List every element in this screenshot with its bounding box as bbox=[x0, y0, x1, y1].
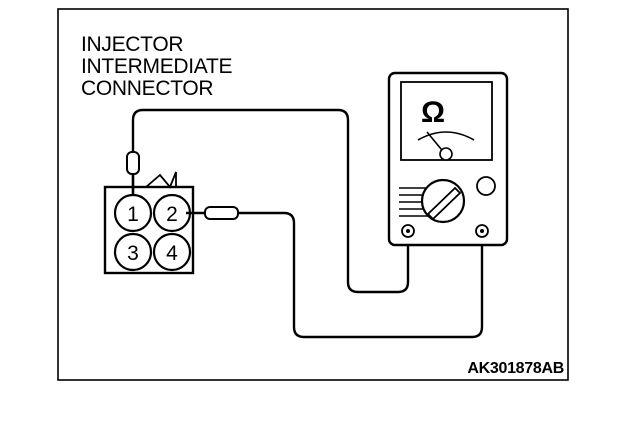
pin-3-label: 3 bbox=[127, 242, 139, 265]
figure-code: AK301878AB bbox=[467, 360, 564, 377]
range-selector-pointer bbox=[426, 186, 462, 221]
pin-2-label: 2 bbox=[166, 203, 178, 226]
connector-latch bbox=[145, 171, 177, 189]
ohm-symbol: Ω bbox=[421, 96, 445, 129]
ohmmeter: Ω bbox=[387, 71, 509, 247]
connector-title: INJECTOR INTERMEDIATE CONNECTOR bbox=[81, 34, 232, 100]
title-line-2: INTERMEDIATE bbox=[81, 55, 233, 78]
pin-1-label: 1 bbox=[127, 203, 139, 226]
title-line-1: INJECTOR bbox=[81, 33, 184, 56]
injector-intermediate-connector: 1 2 3 4 bbox=[103, 171, 195, 275]
figure-border bbox=[57, 8, 569, 381]
pin-4-label: 4 bbox=[166, 242, 178, 265]
needle-pivot bbox=[439, 147, 453, 161]
ohmmeter-display bbox=[400, 81, 493, 161]
probe-pin2 bbox=[186, 206, 239, 220]
pin-3-cavity bbox=[113, 232, 153, 272]
wire-pin2-to-meter bbox=[238, 211, 484, 339]
probe-pin1 bbox=[126, 151, 140, 196]
pin-4-cavity bbox=[152, 232, 192, 272]
wire-pin1-to-meter bbox=[131, 108, 410, 294]
title-line-3: CONNECTOR bbox=[81, 77, 214, 100]
ohmmeter-scale bbox=[417, 131, 475, 141]
zero-adjust-knob bbox=[476, 176, 496, 196]
